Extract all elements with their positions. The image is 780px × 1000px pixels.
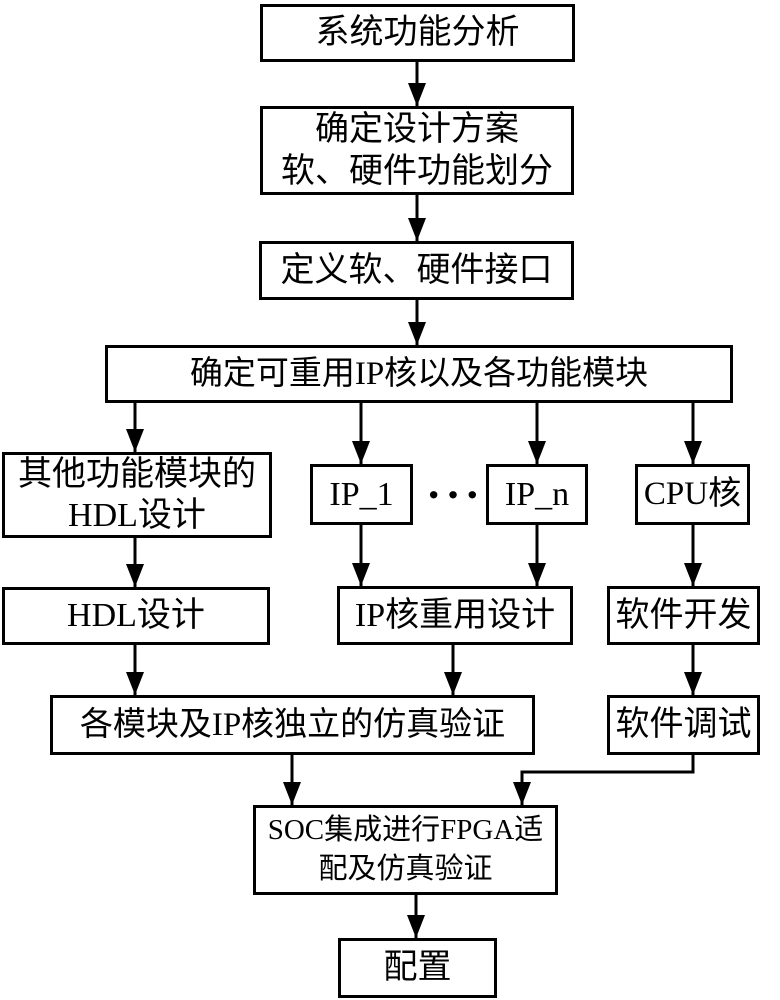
- node-cpu-core: CPU核: [635, 464, 750, 525]
- edge-software_debug-soc_integration: [513, 755, 695, 805]
- node-software-development: 软件开发: [607, 586, 760, 645]
- node-soc-fpga-integration: SOC集成进行FPGA适 配及仿真验证: [253, 805, 558, 895]
- node-design-scheme: 确定设计方案 软、硬件功能划分: [260, 106, 574, 195]
- node-determine-ip-modules: 确定可重用IP核以及各功能模块: [105, 345, 733, 403]
- node-ip-n: IP_n: [486, 464, 588, 525]
- node-define-interface: 定义软、硬件接口: [259, 241, 574, 300]
- node-ip-1: IP_1: [310, 464, 413, 525]
- node-software-debug: 软件调试: [607, 695, 760, 755]
- ellipsis-dots: ···: [425, 468, 485, 520]
- node-ip-reuse-design: IP核重用设计: [337, 586, 573, 645]
- node-hdl-design: HDL设计: [2, 587, 270, 645]
- node-system-function-analysis: 系统功能分析: [260, 4, 575, 62]
- node-simulation-verification: 各模块及IP核独立的仿真验证: [50, 695, 535, 755]
- node-configuration: 配置: [338, 938, 497, 998]
- node-other-modules-hdl: 其他功能模块的 HDL设计: [2, 452, 272, 538]
